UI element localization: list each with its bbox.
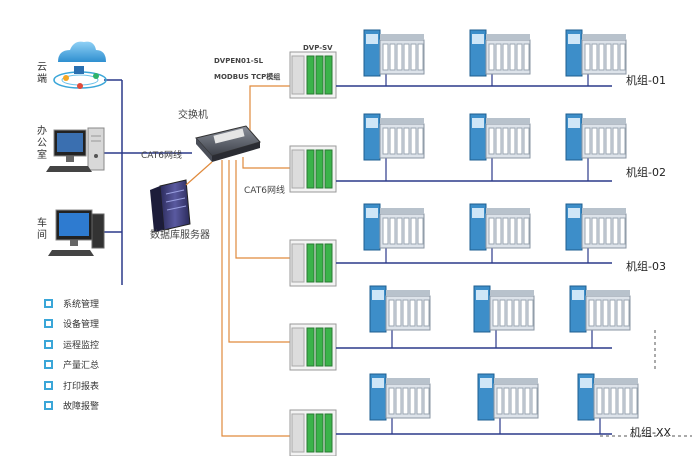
module-label-line2: MODBUS TCP模组 (214, 73, 281, 81)
server-rack-icon (150, 179, 191, 232)
textile-machine-icon (363, 29, 425, 77)
textile-machine-icon (565, 203, 627, 251)
textile-machine-icon (363, 203, 425, 251)
textile-machine-icon (477, 373, 539, 421)
dashed-connectors (600, 330, 692, 437)
textile-machine-icon (469, 113, 531, 161)
textile-machine-icon (363, 113, 425, 161)
group-label-xx: 机组-XX (630, 426, 672, 439)
textile-machine-icon (473, 285, 535, 333)
plc-module-icon (289, 323, 337, 371)
group-label-01: 机组-01 (626, 74, 666, 87)
switch-label: 交换机 (178, 110, 208, 121)
group-label-03: 机组-03 (626, 260, 666, 273)
plc-module-icon (289, 409, 337, 456)
plc-modules (289, 51, 337, 456)
legend-item: 系统管理 (44, 293, 99, 314)
legend-item: 打印报表 (44, 375, 99, 396)
machine-bus-line (336, 248, 612, 264)
module-label-line1: DVPEN01-SL (214, 57, 264, 65)
legend-checkbox-icon (44, 401, 53, 411)
textile-machine-icon (569, 285, 631, 333)
network-switch-icon (195, 125, 261, 162)
machine-groups (336, 29, 639, 435)
workshop-label: 车间 (37, 218, 47, 241)
monitor-computer-icon (48, 209, 105, 256)
machine-bus-line (336, 330, 612, 349)
legend-checkbox-icon (44, 319, 53, 329)
plc-module-icon (289, 145, 337, 193)
legend-checkbox-icon (44, 339, 53, 349)
machine-bus-line (336, 418, 612, 435)
legend-item: 设备管理 (44, 314, 99, 335)
db-server-label: 数据库服务器 (150, 230, 210, 241)
legend-item: 故障报警 (44, 396, 99, 417)
cable-right-label: CAT6网线 (244, 186, 285, 196)
legend-item: 运程监控 (44, 334, 99, 355)
cat6-cables (185, 85, 290, 437)
legend-checkbox-icon (44, 380, 53, 390)
textile-machine-icon (577, 373, 639, 421)
plc-module-icon (289, 239, 337, 287)
legend-text: 产量汇总 (63, 361, 100, 372)
textile-machine-icon (369, 373, 431, 421)
office-label: 办公室 (37, 126, 47, 161)
group-label-02: 机组-02 (626, 166, 666, 179)
left-bus (104, 79, 192, 285)
legend-item: 产量汇总 (44, 355, 99, 376)
machine-bus-line (336, 74, 612, 87)
textile-machine-icon (369, 285, 431, 333)
legend-checkbox-icon (44, 298, 53, 308)
machine-bus-line (336, 158, 612, 182)
legend-text: 设备管理 (63, 320, 100, 331)
legend-text: 运程监控 (63, 340, 100, 351)
plc-label: DVP-SV (303, 44, 333, 52)
cloud-network-icon (53, 41, 107, 89)
plc-module-icon (289, 51, 337, 99)
textile-machine-icon (565, 29, 627, 77)
cable-left-label: CAT6网线 (141, 151, 182, 161)
legend-text: 系统管理 (63, 299, 100, 310)
textile-machine-icon (469, 29, 531, 77)
legend-text: 打印报表 (63, 381, 100, 392)
function-legend: 系统管理 设备管理 运程监控 产量汇总 打印报表 故障报警 (44, 293, 99, 416)
legend-text: 故障报警 (63, 402, 100, 413)
textile-machine-icon (469, 203, 531, 251)
desktop-computer-icon (46, 127, 105, 172)
cloud-label: 云端 (37, 62, 47, 85)
textile-machine-icon (565, 113, 627, 161)
legend-checkbox-icon (44, 360, 53, 370)
